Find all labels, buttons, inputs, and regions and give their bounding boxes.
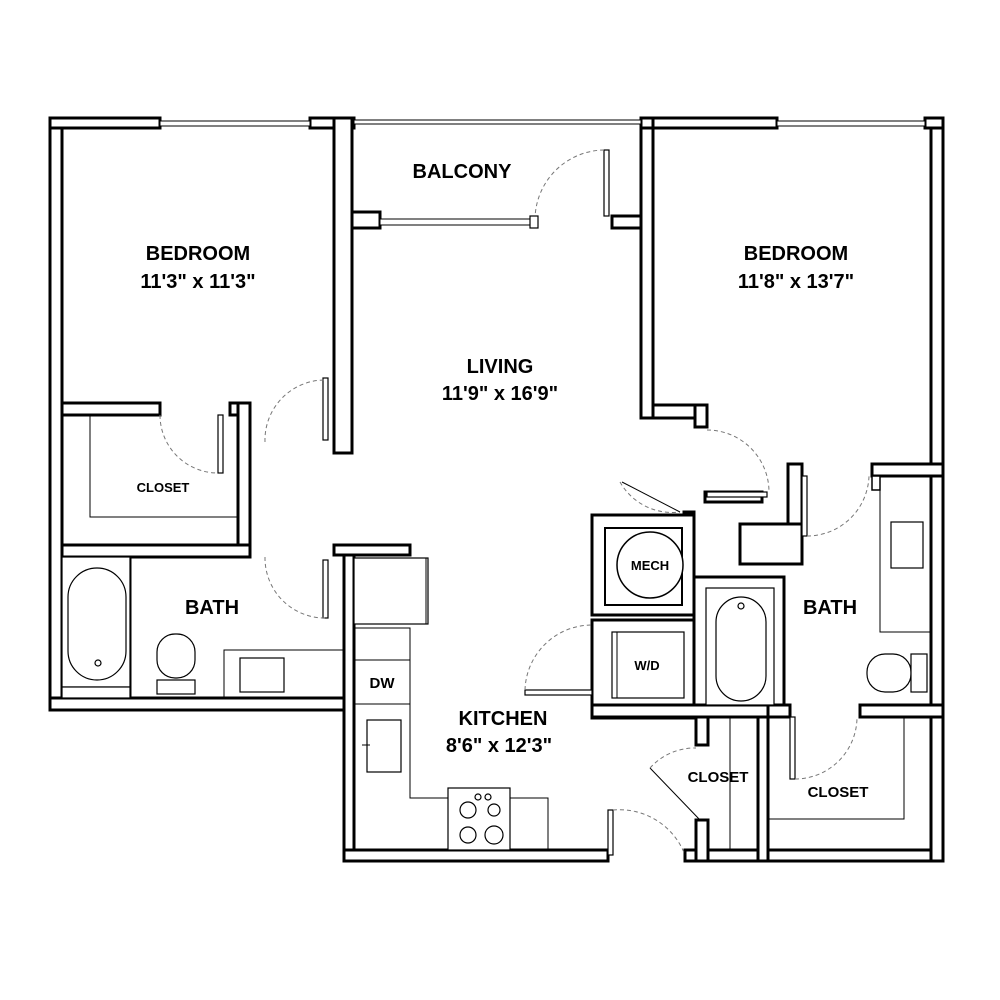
left-bath-fixtures xyxy=(61,556,345,699)
kitchen-name: KITCHEN xyxy=(459,708,548,730)
washer-dryer-label: W/D xyxy=(634,658,659,673)
right-bath-fixtures xyxy=(705,475,932,706)
bedroom-right-size: 11'8" x 13'7" xyxy=(738,271,854,293)
doors xyxy=(159,149,870,856)
bedroom-right-name: BEDROOM xyxy=(744,243,848,265)
living-size: 11'9" x 16'9" xyxy=(442,383,558,405)
balcony-label: BALCONY xyxy=(413,161,513,183)
bedroom-left-size: 11'3" x 11'3" xyxy=(140,271,255,293)
kitchen-fixtures xyxy=(353,557,549,851)
closet-left-label: CLOSET xyxy=(137,480,190,495)
bath-left-label: BATH xyxy=(185,597,239,619)
windows xyxy=(159,119,926,127)
kitchen-size: 8'6" x 12'3" xyxy=(446,735,552,757)
bath-right-label: BATH xyxy=(803,597,857,619)
mech-label: MECH xyxy=(631,558,669,573)
closet-center-label: CLOSET xyxy=(688,769,749,786)
room-labels: BALCONY BEDROOM 11'3" x 11'3" BEDROOM 11… xyxy=(137,161,869,801)
closet-right-label: CLOSET xyxy=(808,784,869,801)
closet-shelves xyxy=(89,415,905,850)
dishwasher-label: DW xyxy=(370,675,396,692)
living-name: LIVING xyxy=(467,356,534,378)
bedroom-left-name: BEDROOM xyxy=(146,243,250,265)
utility-fixtures xyxy=(611,531,685,699)
